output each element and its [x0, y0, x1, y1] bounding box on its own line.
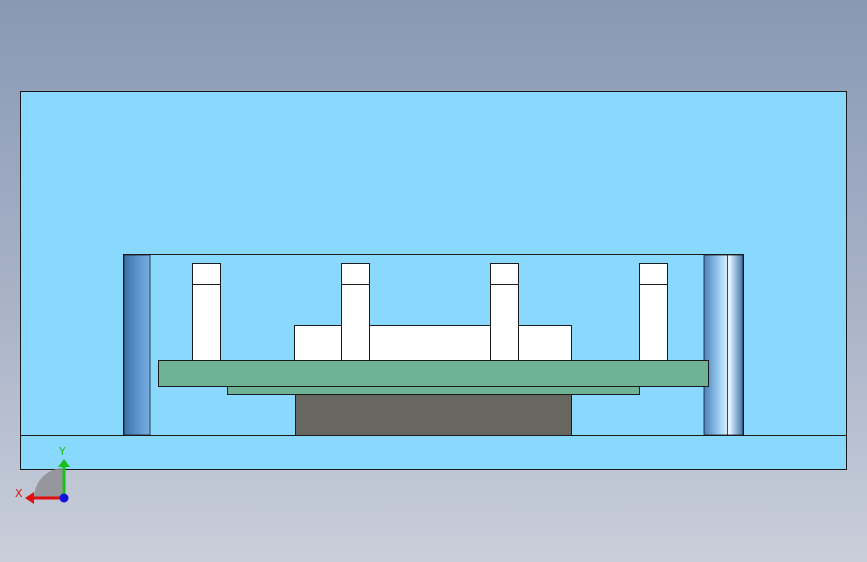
- lower-strip-plate[interactable]: [227, 386, 640, 395]
- punch-4[interactable]: [639, 263, 668, 361]
- guide-pillar-right[interactable]: [703, 254, 744, 436]
- guide-pillar-left[interactable]: [123, 254, 151, 436]
- punch-3[interactable]: [490, 263, 519, 361]
- workpiece-block[interactable]: [294, 325, 572, 361]
- triad-quarter-disc: [34, 468, 64, 498]
- coordinate-triad: Y X: [15, 445, 70, 504]
- triad-y-arrow: [58, 459, 70, 467]
- triad-x-arrow: [25, 492, 34, 504]
- triad-x-label: X: [15, 487, 23, 500]
- punch-2[interactable]: [341, 263, 370, 361]
- punch-1[interactable]: [192, 263, 221, 361]
- triad-z-axis: [59, 493, 69, 503]
- stripper-plate[interactable]: [158, 360, 709, 387]
- triad-y-label: Y: [58, 445, 66, 458]
